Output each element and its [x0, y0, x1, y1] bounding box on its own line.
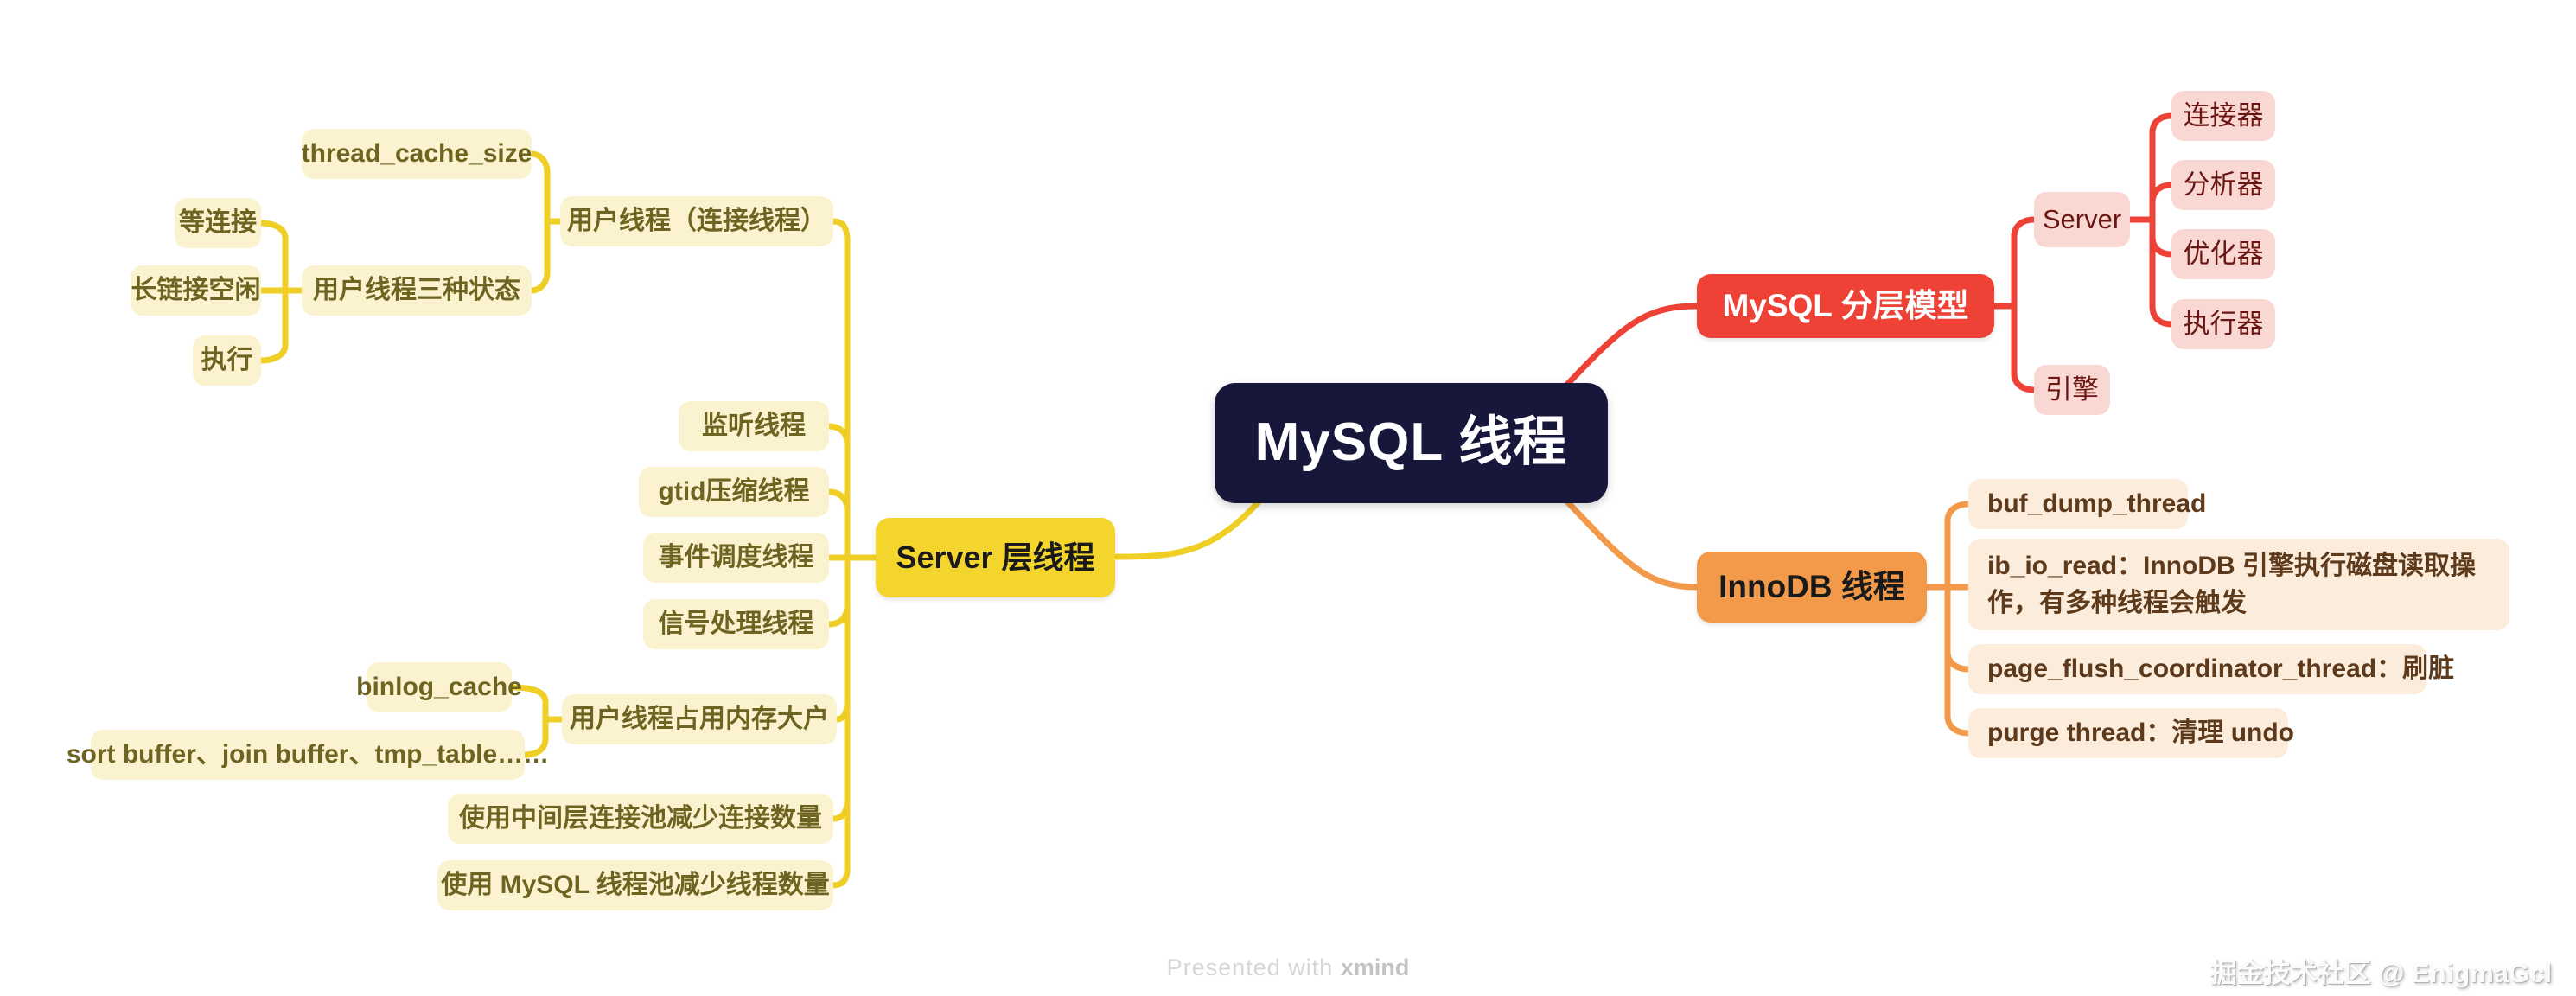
- node-mysql-thread-pool[interactable]: 使用 MySQL 线程池减少线程数量: [437, 860, 833, 910]
- node-signal-handler-thread[interactable]: 信号处理线程: [643, 599, 829, 649]
- node-gtid-compress-thread[interactable]: gtid压缩线程: [639, 467, 829, 517]
- xmind-logo-text: xmind: [1340, 954, 1410, 980]
- node-listener-thread[interactable]: 监听线程: [679, 401, 829, 451]
- node-wait-connection[interactable]: 等连接: [175, 198, 261, 248]
- orange-branch-lines: [1559, 494, 1972, 737]
- node-binlog-cache[interactable]: binlog_cache: [356, 662, 522, 712]
- node-purge-thread[interactable]: purge thread：清理 undo: [1968, 708, 2294, 758]
- juejin-watermark: 掘金技术社区 @ EnigmaGcl: [2209, 958, 2552, 988]
- node-executing[interactable]: 执行: [193, 335, 261, 386]
- presented-with-xmind: Presented with xmind: [1167, 954, 1410, 981]
- node-server-layer-threads[interactable]: Server 层线程: [876, 518, 1115, 597]
- node-middleware-connection-pool[interactable]: 使用中间层连接池减少连接数量: [448, 794, 833, 844]
- node-thread-cache-size[interactable]: thread_cache_size: [302, 129, 532, 179]
- node-long-connection-idle[interactable]: 长链接空闲: [131, 265, 261, 316]
- red-branch-lines: [1559, 112, 2175, 393]
- node-user-thread-three-states[interactable]: 用户线程三种状态: [302, 265, 532, 316]
- node-connector[interactable]: 连接器: [2171, 91, 2275, 141]
- node-page-flush-coordinator-thread[interactable]: page_flush_coordinator_thread：刷脏: [1968, 644, 2454, 694]
- node-user-thread-memory-consumers[interactable]: 用户线程占用内存大户: [562, 694, 837, 744]
- node-user-thread-connection-thread[interactable]: 用户线程（连接线程）: [560, 196, 833, 246]
- node-innodb-threads[interactable]: InnoDB 线程: [1697, 552, 1927, 622]
- node-sort-join-buffer-tmp-table[interactable]: sort buffer、join buffer、tmp_table……: [67, 730, 549, 780]
- node-ib-io-read[interactable]: ib_io_read：InnoDB 引擎执行磁盘读取操作，有多种线程会触发: [1968, 539, 2509, 630]
- node-mysql-layered-model[interactable]: MySQL 分层模型: [1697, 274, 1994, 338]
- node-executor[interactable]: 执行器: [2171, 299, 2275, 349]
- node-optimizer[interactable]: 优化器: [2171, 229, 2275, 279]
- node-engine[interactable]: 引擎: [2034, 365, 2110, 415]
- node-event-scheduler-thread[interactable]: 事件调度线程: [643, 533, 829, 583]
- node-buf-dump-thread[interactable]: buf_dump_thread: [1968, 479, 2206, 529]
- yellow-branch-lines: [258, 150, 1264, 889]
- presented-text: Presented with: [1166, 954, 1334, 980]
- node-root-mysql-threads[interactable]: MySQL 线程: [1215, 383, 1608, 503]
- node-server[interactable]: Server: [2034, 192, 2130, 247]
- node-analyzer[interactable]: 分析器: [2171, 160, 2275, 210]
